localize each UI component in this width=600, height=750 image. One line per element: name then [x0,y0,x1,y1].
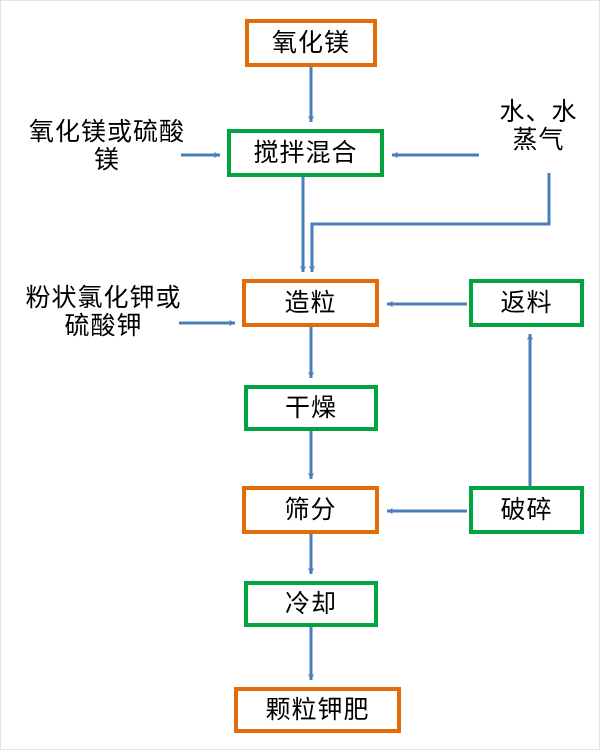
node-label: 氧化镁 [271,29,350,57]
node-label: 破碎 [500,496,553,524]
node-label: 造粒 [284,289,337,317]
node-label: 筛分 [284,496,337,524]
node-crush[interactable]: 破碎 [469,486,584,534]
node-label: 返料 [500,289,553,317]
node-stir-mix[interactable]: 搅拌混合 [227,129,384,177]
caption-feed-magnesium: 氧化镁或硫酸 镁 [28,119,185,174]
node-magnesium-oxide[interactable]: 氧化镁 [245,19,377,67]
node-return-material[interactable]: 返料 [469,279,584,327]
node-dry[interactable]: 干燥 [244,385,378,431]
connector-feed-water-elbow-to-granulate [308,173,551,273]
caption-feed-potassium: 粉状氯化钾或 硫酸钾 [25,285,182,340]
caption-feed-water: 水、水 蒸气 [499,99,578,154]
node-screen[interactable]: 筛分 [242,486,379,534]
node-label: 冷却 [284,590,337,618]
node-label: 搅拌混合 [253,139,358,167]
node-granular-potash-fertilizer[interactable]: 颗粒钾肥 [234,687,401,733]
node-label: 干燥 [284,394,337,422]
node-cool[interactable]: 冷却 [244,581,378,627]
node-granulate[interactable]: 造粒 [242,279,379,327]
node-label: 颗粒钾肥 [265,696,370,724]
